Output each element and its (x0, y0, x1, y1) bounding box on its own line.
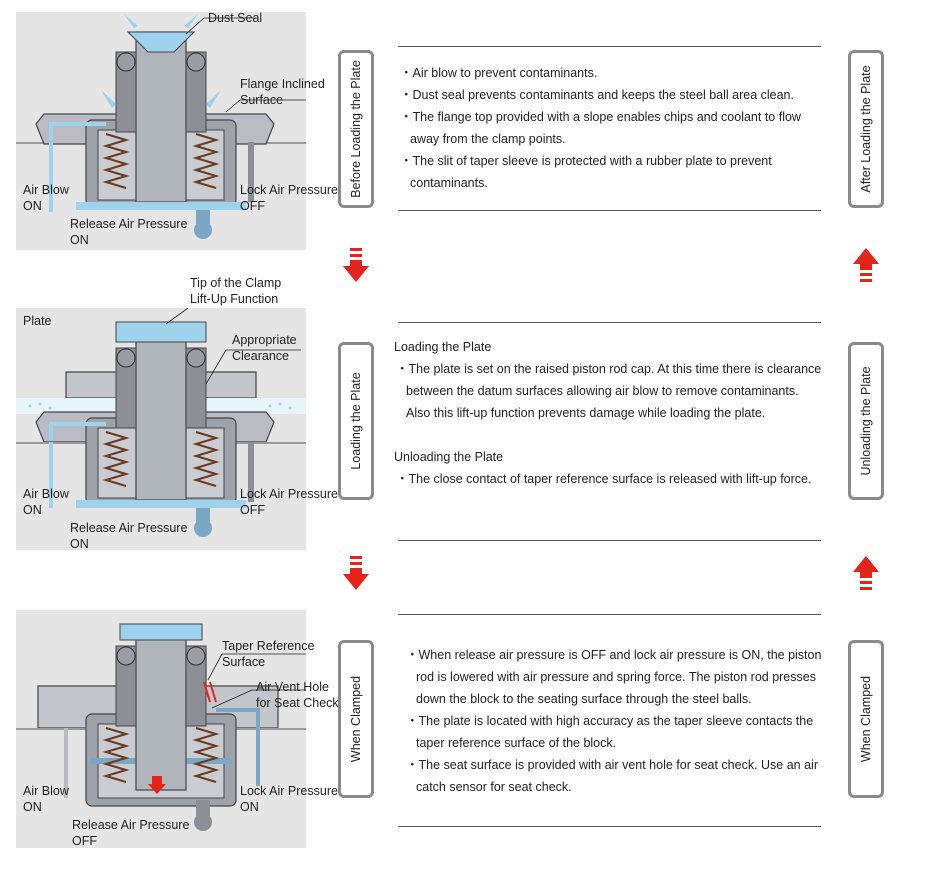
up-arrow-icon (853, 248, 879, 282)
up-arrow-icon (853, 556, 879, 590)
callout-air-vent-hole: Air Vent Hole for Seat Check (256, 680, 339, 710)
label-plate: Plate (23, 314, 52, 328)
description-bullet: ・The seat surface is provided with air v… (406, 758, 818, 794)
divider (398, 46, 821, 47)
description-bullet: ・When release air pressure is OFF and lo… (406, 648, 822, 706)
tab-loading-label: Loading the Plate (349, 372, 363, 470)
description-bullet: ・Air blow to prevent contaminants. (400, 66, 598, 80)
tab-unloading: Unloading the Plate (848, 342, 884, 500)
description-bullet: ・The plate is located with high accuracy… (406, 714, 814, 750)
label-release-air-pressure: Release Air Pressure ON (70, 521, 188, 551)
diagram-panel-loading (16, 308, 306, 550)
tab-when-clamped-left-label: When Clamped (349, 675, 363, 763)
tab-after-loading-label: After Loading the Plate (859, 65, 873, 193)
label-air-blow: Air Blow ON (23, 183, 69, 213)
divider (398, 826, 821, 827)
callout-flange-inclined-surface: Flange Inclined Surface (240, 77, 325, 107)
tab-when-clamped-right-label: When Clamped (859, 675, 873, 763)
diagram-panel-clamped (16, 610, 306, 848)
tab-after-loading: After Loading the Plate (848, 50, 884, 208)
tab-when-clamped-left: When Clamped (338, 640, 374, 798)
description-loading: Loading the Plate ・The plate is set on t… (394, 336, 824, 490)
tab-before-loading: Before Loading the Plate (338, 50, 374, 208)
description-heading: Loading the Plate (394, 340, 492, 354)
divider (398, 614, 821, 615)
tab-when-clamped-right: When Clamped (848, 640, 884, 798)
clamp-diagram-clamped (16, 623, 306, 848)
divider (398, 540, 821, 541)
description-clamped: ・When release air pressure is OFF and lo… (404, 644, 824, 798)
diagram-panel-before-loading (16, 12, 306, 250)
label-release-air-pressure: Release Air Pressure OFF (72, 818, 190, 848)
description-heading: Unloading the Plate (394, 450, 504, 464)
label-release-air-pressure: Release Air Pressure ON (70, 217, 188, 247)
label-air-blow: Air Blow ON (23, 784, 69, 814)
clamp-diagram-before-loading (16, 14, 306, 250)
tab-before-loading-label: Before Loading the Plate (349, 60, 363, 198)
divider (398, 210, 821, 211)
description-bullet: ・The plate is set on the raised piston r… (396, 362, 822, 420)
callout-taper-reference-surface: Taper Reference Surface (222, 639, 315, 669)
callout-tip-of-clamp-lift-up: Tip of the Clamp Lift-Up Function (190, 276, 282, 306)
divider (398, 322, 821, 323)
clamp-diagram-loading (16, 308, 306, 537)
tab-loading: Loading the Plate (338, 342, 374, 500)
label-lock-air-pressure: Lock Air Pressure OFF (240, 183, 338, 213)
description-bullet: ・The flange top provided with a slope en… (400, 110, 801, 146)
description-bullet: ・Dust seal prevents contaminants and kee… (400, 88, 794, 102)
down-arrow-icon (343, 556, 369, 590)
callout-appropriate-clearance: Appropriate Clearance (232, 333, 297, 363)
label-lock-air-pressure: Lock Air Pressure OFF (240, 487, 338, 517)
description-bullet: ・The close contact of taper reference su… (396, 472, 812, 486)
description-bullet: ・The slit of taper sleeve is protected w… (400, 154, 772, 190)
label-lock-air-pressure: Lock Air Pressure ON (240, 784, 338, 814)
description-before-loading: ・Air blow to prevent contaminants. ・Dust… (398, 62, 828, 194)
tab-unloading-label: Unloading the Plate (859, 366, 873, 476)
down-arrow-icon (343, 248, 369, 282)
label-air-blow: Air Blow ON (23, 487, 69, 517)
callout-dust-seal: Dust Seal (208, 11, 263, 25)
